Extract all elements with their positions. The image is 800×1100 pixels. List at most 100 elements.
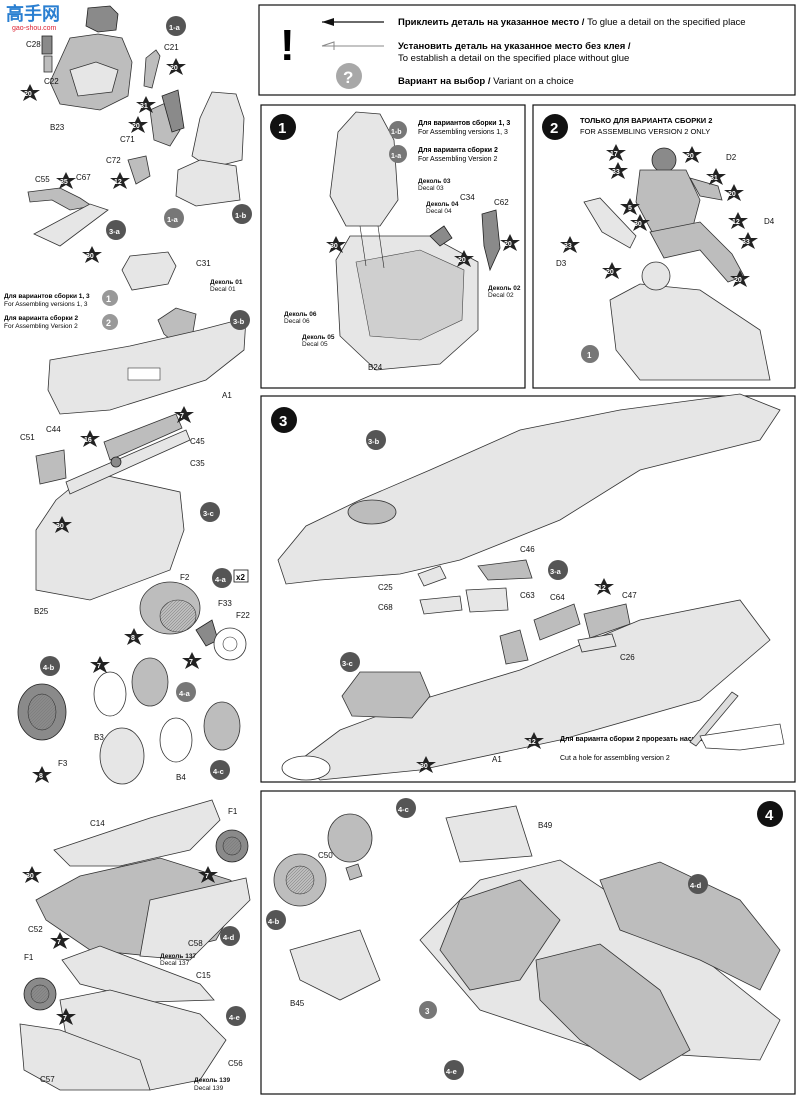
- svg-text:3-b: 3-b: [233, 317, 245, 326]
- legend-box: ! ? Приклеить деталь на указанное место …: [258, 4, 796, 96]
- label-c21: C21: [164, 43, 179, 52]
- upper-fuselage: [277, 393, 781, 585]
- part-c58: [139, 877, 251, 961]
- seat-headrest: [85, 5, 119, 33]
- step-badge-1b: 1-b: [232, 204, 252, 224]
- paint-star: 35: [56, 172, 76, 189]
- panel-3: 3 C46 C25 C63 C68 C64 C47 C26 A1 3-b 3-a…: [260, 393, 796, 783]
- step-ref-4e: 4-e: [444, 1060, 464, 1080]
- step-badge-4c: 4-c: [210, 760, 230, 780]
- panel-1-number-badge: [270, 114, 296, 140]
- decal01-ru: Деколь 01: [210, 279, 243, 286]
- p2-title-en: FOR ASSEMBLING VERSION 2 ONLY: [580, 127, 710, 136]
- label-c44: C44: [46, 425, 61, 434]
- svg-text:1: 1: [587, 351, 592, 360]
- p1-b24: B24: [368, 363, 383, 372]
- decal139-en: Decal 139: [194, 1085, 224, 1092]
- label-c15: C15: [196, 971, 211, 980]
- label-c35: C35: [190, 459, 205, 468]
- svg-text:4-a: 4-a: [179, 689, 191, 698]
- p2-d3: D3: [556, 259, 567, 268]
- step-ref-3c: 3-c: [340, 652, 360, 672]
- part-c45: [65, 429, 191, 495]
- canopy-opening: [347, 499, 397, 525]
- svg-text:?: ?: [343, 68, 353, 87]
- knife-icon: [689, 691, 739, 747]
- svg-text:7: 7: [63, 1015, 67, 1022]
- multiplier: x2: [236, 573, 245, 582]
- label-a1: A1: [222, 391, 232, 400]
- svg-text:12: 12: [598, 585, 606, 592]
- step-ref-3b: 3-b: [366, 430, 386, 450]
- p3-a1: A1: [492, 755, 502, 764]
- p3-c26: C26: [620, 653, 635, 662]
- part-a1-nose: [47, 317, 247, 415]
- p1-d04-en: Decal 04: [426, 208, 452, 215]
- p1-d03-ru: Деколь 03: [418, 178, 451, 185]
- svg-text:20: 20: [686, 153, 694, 160]
- svg-text:4-e: 4-e: [229, 1013, 240, 1022]
- svg-text:30: 30: [330, 243, 338, 250]
- svg-text:4-e: 4-e: [446, 1067, 457, 1076]
- label-c45: C45: [190, 437, 205, 446]
- step-badge-4e: 4-e: [226, 1006, 246, 1026]
- svg-text:17: 17: [610, 151, 618, 158]
- p3-c47: C47: [622, 591, 637, 600]
- paint-star: 5: [620, 198, 640, 215]
- panel-4-number-badge: [757, 801, 783, 827]
- engine-nacelle-left: [439, 879, 561, 991]
- p1-d02-en: Decal 02: [488, 292, 514, 299]
- part-c34: [429, 225, 453, 247]
- p3-c64: C64: [550, 593, 565, 602]
- part-f22: [213, 627, 247, 661]
- exclamation-icon: !: [280, 21, 295, 70]
- svg-text:20: 20: [734, 277, 742, 284]
- part-c55: [27, 187, 94, 211]
- svg-text:7: 7: [97, 663, 101, 670]
- part-c26: [577, 633, 617, 653]
- p3-c25: C25: [378, 583, 393, 592]
- panel-4: 4 B49 C50 B45 4-c 4-b 4-d 3 4-e: [260, 790, 796, 1095]
- step-ref-4b: 4-b: [266, 910, 286, 930]
- panel-4-number: 4: [765, 807, 774, 824]
- left-paint-stars: 20 20 31 20 12 35 30 7 16 30 8 7 7 8 30 …: [20, 58, 218, 1025]
- p4-b49: B49: [538, 821, 553, 830]
- legend-glue: Приклеить деталь на указанное место / To…: [398, 17, 746, 28]
- panel-2-number-badge: [542, 114, 568, 140]
- p2-title-ru: ТОЛЬКО ДЛЯ ВАРИАНТА СБОРКИ 2: [580, 116, 712, 125]
- p1-var13-en: For Assembling versions 1, 3: [418, 129, 508, 136]
- label-c57: C57: [40, 1075, 55, 1084]
- part-b3: [93, 671, 127, 717]
- watermark-site: gao-shou.com: [12, 25, 57, 32]
- hand-icon: [699, 723, 785, 751]
- label-c58: C58: [188, 939, 203, 948]
- panel-3-number-badge: [271, 407, 297, 433]
- paint-star: 30: [326, 236, 346, 253]
- p4-b45: B45: [290, 999, 305, 1008]
- p1-d06-ru: Деколь 06: [284, 311, 317, 318]
- step-badge-4a: 4-a: [212, 568, 232, 588]
- svg-text:1-a: 1-a: [391, 153, 401, 160]
- decal137-ru: Деколь 137: [160, 953, 196, 960]
- paint-star: 20: [682, 146, 702, 163]
- p1-d04-ru: Деколь 04: [426, 201, 459, 208]
- svg-text:4-c: 4-c: [398, 805, 409, 814]
- svg-text:20: 20: [504, 241, 512, 248]
- paint-star: 30: [82, 246, 102, 263]
- p1-var13-ru: Для вариантов сборки 1, 3: [418, 119, 510, 127]
- svg-text:12: 12: [732, 219, 740, 226]
- svg-text:12: 12: [114, 179, 122, 186]
- variant-2-icon: 2: [102, 314, 118, 330]
- step-badge-3a: 3-a: [106, 220, 126, 240]
- step-badge-1a-small: 1-a: [164, 208, 184, 228]
- svg-text:30: 30: [56, 523, 64, 530]
- label-f22: F22: [236, 611, 250, 620]
- svg-text:7: 7: [189, 659, 193, 666]
- svg-text:4-d: 4-d: [690, 881, 702, 890]
- svg-text:30: 30: [634, 221, 642, 228]
- paint-star: 20: [730, 270, 750, 287]
- exhaust-4c: [327, 813, 373, 863]
- label-c51: C51: [20, 433, 35, 442]
- section-3c-ref: [341, 671, 431, 719]
- variant-1b-badge: 1-b: [389, 121, 407, 139]
